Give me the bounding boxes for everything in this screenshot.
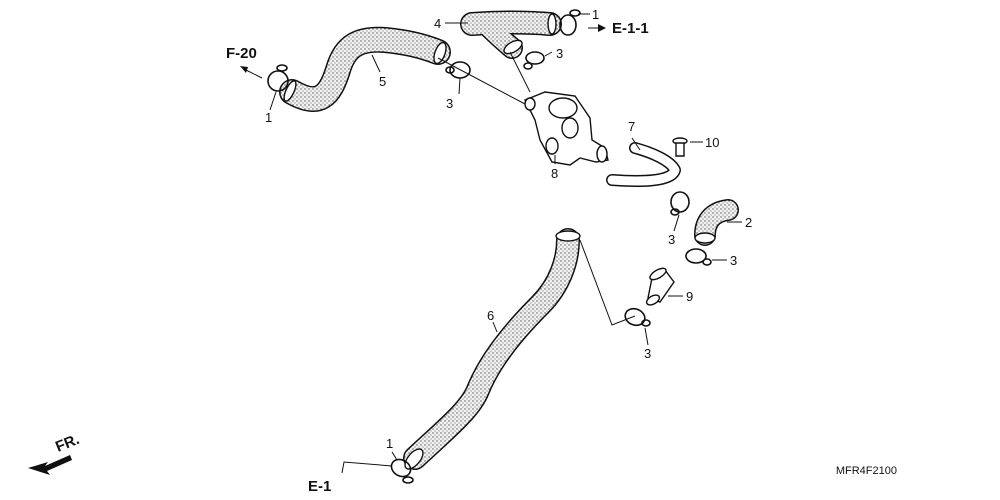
callout-1-top: 1	[592, 7, 599, 22]
joint-9[interactable]	[645, 266, 675, 307]
clamp-3-b[interactable]	[523, 51, 545, 70]
callout-5: 5	[379, 74, 386, 89]
clamp-3-e[interactable]	[623, 306, 651, 328]
hose-6[interactable]	[402, 228, 581, 472]
callout-3-e: 3	[644, 346, 651, 361]
hose-7[interactable]	[606, 142, 681, 187]
callout-8: 8	[551, 166, 558, 181]
clamp-1-bottom[interactable]	[388, 456, 414, 484]
callout-9: 9	[686, 289, 693, 304]
ref-e11[interactable]: E-1-1	[612, 20, 649, 37]
callout-2: 2	[745, 215, 752, 230]
callout-3-b: 3	[556, 46, 563, 61]
hose-2[interactable]	[694, 199, 739, 246]
callout-1-bottom: 1	[386, 436, 393, 451]
hose-5[interactable]	[279, 26, 451, 112]
callout-6: 6	[487, 308, 494, 323]
bolt-10[interactable]	[672, 137, 688, 157]
callout-7: 7	[628, 119, 635, 134]
leader-lines	[269, 13, 742, 474]
clamp-1-left[interactable]	[267, 64, 289, 92]
ref-e1[interactable]: E-1	[308, 478, 331, 495]
clamp-3-c[interactable]	[670, 191, 690, 216]
callout-10: 10	[705, 135, 719, 150]
arrow-e11	[588, 24, 606, 32]
diagram-code: MFR4F2100	[836, 465, 897, 477]
front-label: FR.	[53, 431, 82, 456]
callout-4: 4	[434, 16, 441, 31]
hose-4[interactable]	[460, 10, 562, 59]
callout-1-left: 1	[265, 110, 272, 125]
clamp-1-top[interactable]	[559, 9, 581, 36]
arrow-front	[28, 455, 72, 475]
callout-3-c: 3	[668, 232, 675, 247]
callout-3-a: 3	[446, 96, 453, 111]
valve-8[interactable]	[524, 91, 609, 166]
callout-3-d: 3	[730, 253, 737, 268]
arrow-f20	[240, 66, 263, 79]
clamp-3-d[interactable]	[685, 248, 712, 266]
ref-f20[interactable]: F-20	[226, 45, 257, 62]
